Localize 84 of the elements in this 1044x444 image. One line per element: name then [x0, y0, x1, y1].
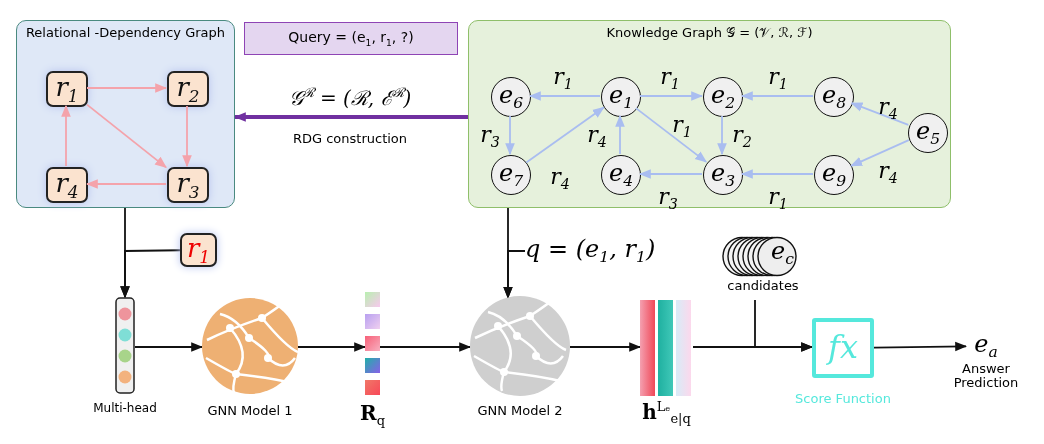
formula-text: e$_{a}$ [973, 330, 999, 362]
edge-label: r$_{3}$ [658, 184, 678, 212]
arrow [754, 299, 814, 352]
entity-label: e$_{8}$ [820, 81, 848, 113]
relation-label: r$_{1}$ [54, 72, 80, 106]
arrow [61, 104, 71, 167]
formula-text: q = (e$_{1}$, r$_{1}$) [525, 235, 656, 267]
edge-label: r$_{1}$ [660, 64, 680, 92]
graph-panel [16, 20, 235, 208]
arrow [850, 102, 910, 126]
relation-box [46, 167, 88, 203]
entity-circle [703, 77, 743, 117]
relation-box [167, 71, 209, 107]
entity-label: e$_{7}$ [497, 159, 525, 191]
panel-title: Relational -Dependency Graph [24, 26, 227, 41]
arrow [297, 342, 367, 352]
query-box [244, 22, 458, 55]
edge-label: r$_{1}$ [768, 64, 788, 92]
entity-label: e$_{5}$ [914, 117, 942, 149]
edge-label: r$_{4}$ [587, 122, 607, 150]
arrow [525, 106, 605, 164]
node-label: Answer Prediction [952, 362, 1020, 391]
edge-label: r$_{1}$ [553, 64, 573, 92]
edge-label: r$_{3}$ [480, 122, 500, 150]
candidate-label: e$_{c}$ [771, 238, 794, 269]
edge-label: r$_{1}$ [672, 112, 692, 140]
entity-label: e$_{9}$ [820, 159, 848, 191]
arrow [120, 249, 181, 299]
edge-label: r$_{1}$ [768, 184, 788, 212]
node-label: Multi-head [93, 402, 157, 416]
node-label: Score Function [795, 392, 891, 407]
arrow [85, 179, 167, 189]
relation-label: r$_{3}$ [175, 168, 201, 202]
entity-circle [601, 155, 641, 195]
entity-circle [814, 155, 854, 195]
entity-circle [491, 77, 531, 117]
entity-label: e$_{3}$ [709, 159, 737, 191]
entity-circle [908, 113, 948, 153]
entity-circle [814, 77, 854, 117]
entity-circle [601, 77, 641, 117]
relation-label: r$_{2}$ [175, 72, 201, 106]
arrow [505, 115, 515, 156]
arrow [850, 139, 910, 167]
node-label: R$_{q}$ [360, 402, 385, 428]
arrow [635, 107, 708, 163]
arrow [182, 105, 192, 168]
relation-box [46, 71, 88, 107]
arrow [233, 112, 468, 122]
panel-title: Knowledge Graph 𝒢 = (𝒱, ℛ, ℱ) [605, 26, 814, 41]
entity-circle [491, 155, 531, 195]
entity-label: e$_{4}$ [607, 159, 635, 191]
arrow [717, 115, 727, 156]
relation-label: r$_{4}$ [54, 168, 80, 202]
edge-label: r$_{4}$ [878, 158, 898, 186]
arrow [638, 169, 703, 179]
arrow [740, 169, 814, 179]
node-label: candidates [727, 279, 799, 294]
relation-label: r$_{1}$ [185, 233, 212, 267]
edge-label: r$_{4}$ [550, 164, 570, 192]
entity-circle [703, 155, 743, 195]
arrow [639, 91, 704, 101]
arrow [569, 342, 642, 352]
node-label: GNN Model 1 [207, 404, 293, 419]
arrow [740, 91, 814, 101]
edge-label: r$_{2}$ [732, 122, 752, 150]
entity-label: e$_{2}$ [709, 81, 737, 113]
arrow [86, 103, 167, 169]
relation-box [167, 167, 209, 203]
function-symbol: fx [825, 330, 859, 366]
entity-label: e$_{1}$ [607, 81, 635, 113]
node-label: GNN Model 2 [477, 404, 563, 419]
arrow [503, 250, 526, 299]
arrow [86, 83, 168, 93]
edge-label: r$_{4}$ [878, 94, 898, 122]
arrow [134, 342, 204, 352]
arrow [528, 91, 601, 101]
caption-text: RDG construction [292, 130, 408, 146]
query-text: Query = (e$_{1}$, r$_{1}$, ?) [287, 29, 415, 48]
arrow [379, 342, 472, 352]
edge-label: 𝒢$^{ℛ}$ = (ℛ, ℰ$^{ℛ}$) [288, 84, 412, 111]
arrow [615, 114, 625, 155]
arrow [873, 341, 968, 352]
entity-label: e$_{6}$ [497, 81, 525, 113]
graph-panel [468, 20, 951, 208]
